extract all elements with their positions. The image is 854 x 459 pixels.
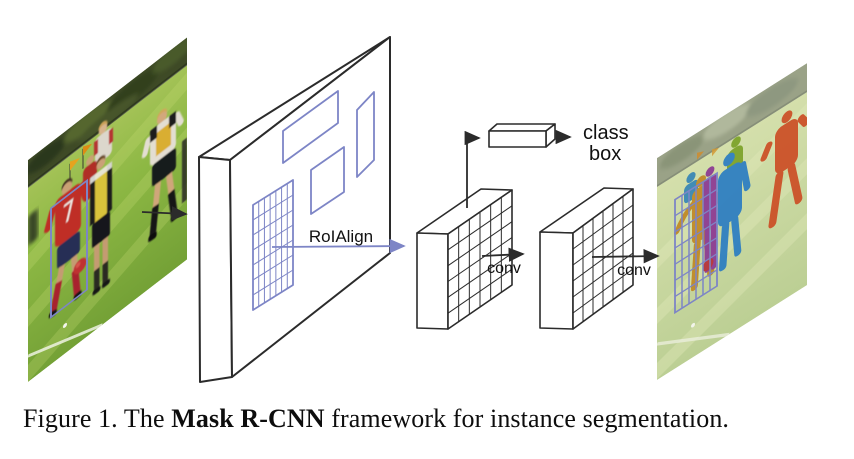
conv2-label: conv [617, 262, 651, 279]
box-label: box [589, 143, 621, 165]
roialign-grid [252, 179, 294, 311]
feature-map-side-face [198, 156, 233, 383]
fc-head-box [488, 123, 556, 148]
white-speck [63, 322, 67, 329]
conv2-arrow [591, 249, 660, 264]
feature-map-front-face [229, 36, 391, 378]
tree-blobs [28, 37, 187, 174]
caption-suffix: framework for instance segmentation. [324, 404, 730, 433]
fence-line [28, 62, 187, 189]
roi-3 [310, 146, 345, 215]
roialign-label: RoIAlign [309, 227, 373, 246]
figure-caption: Figure 1. The Mask R-CNN framework for i… [23, 404, 843, 434]
pale-tree-blobs [660, 78, 798, 169]
pale-field-line [657, 332, 730, 346]
input-image-scene [28, 37, 187, 382]
class-box-branch-arrow [464, 130, 481, 208]
field-line [28, 323, 103, 358]
output-image [657, 63, 807, 380]
roi-1 [282, 90, 339, 164]
players [44, 108, 187, 319]
output-image-scene [657, 63, 807, 380]
pale-speck [691, 322, 695, 328]
pale-fence-line [657, 90, 807, 188]
sideline-shadow [28, 209, 38, 245]
pale-grass [657, 92, 807, 380]
feature-map-box [198, 36, 391, 383]
mask-red-orange-player [760, 110, 807, 229]
conv1-arrow [481, 247, 525, 262]
feature-map-top-face [198, 36, 391, 161]
class-label: class [583, 122, 629, 144]
feature-box-2 [539, 187, 634, 330]
caption-prefix: Figure 1. The [23, 404, 172, 433]
caption-bold: Mask R-CNN [171, 404, 325, 433]
feature-box-1 [416, 188, 513, 330]
mask-blue-player [718, 152, 751, 272]
roi-2 [356, 91, 375, 178]
input-image [28, 37, 187, 382]
roialign-arrow [271, 238, 406, 254]
conv1-label: conv [487, 260, 521, 277]
output-roi-grid [674, 171, 718, 315]
